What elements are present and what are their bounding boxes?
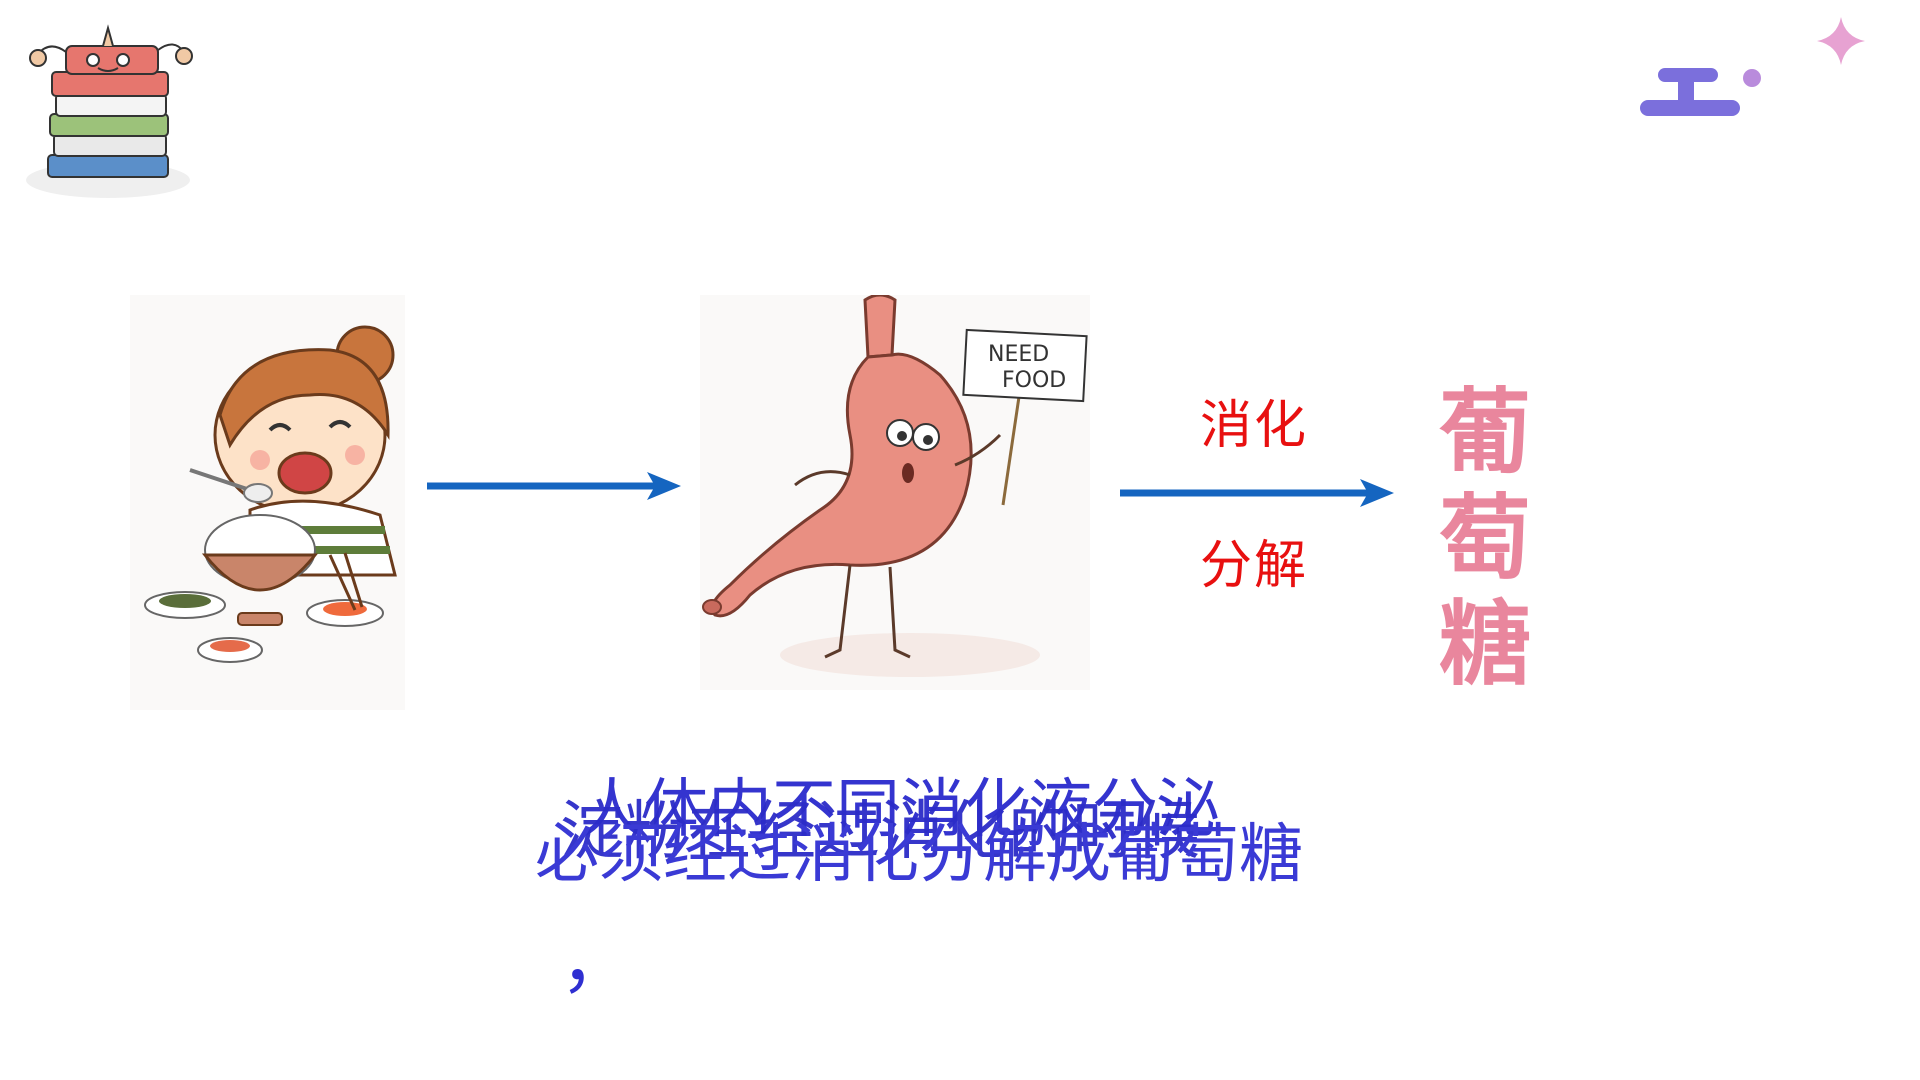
- glucose-vertical-title: 葡 萄 糖: [1435, 380, 1535, 697]
- decompose-label: 分解: [1200, 536, 1309, 596]
- stomach-cartoon-illustration: NEED FOOD: [700, 293, 1090, 690]
- sign-text-line-1: NEED: [988, 342, 1049, 367]
- arrow-right-icon: [1118, 475, 1398, 511]
- sparkle-icon: [1815, 15, 1867, 67]
- book-stack-cartoon-icon: [8, 10, 208, 205]
- caption-line-1: 人体内不同消化液分泌: [580, 773, 1220, 847]
- digest-label: 消化: [1200, 396, 1309, 456]
- caption-comma: ，: [560, 919, 633, 1003]
- glucose-char-2: 萄: [1438, 484, 1531, 592]
- glucose-char-1: 葡: [1438, 379, 1531, 486]
- arrow-right-icon: [425, 468, 685, 504]
- girl-eating-rice-illustration: [130, 295, 405, 710]
- caption-line-3: 必须经过消化分解成葡萄糖: [535, 818, 1303, 892]
- caption-line-2: 淀粉在经过消化的时候: [560, 795, 1200, 869]
- glucose-char-3: 糖: [1438, 590, 1531, 698]
- sign-text-line-2: FOOD: [1002, 368, 1066, 393]
- decorative-dash-icon: [1640, 60, 1770, 130]
